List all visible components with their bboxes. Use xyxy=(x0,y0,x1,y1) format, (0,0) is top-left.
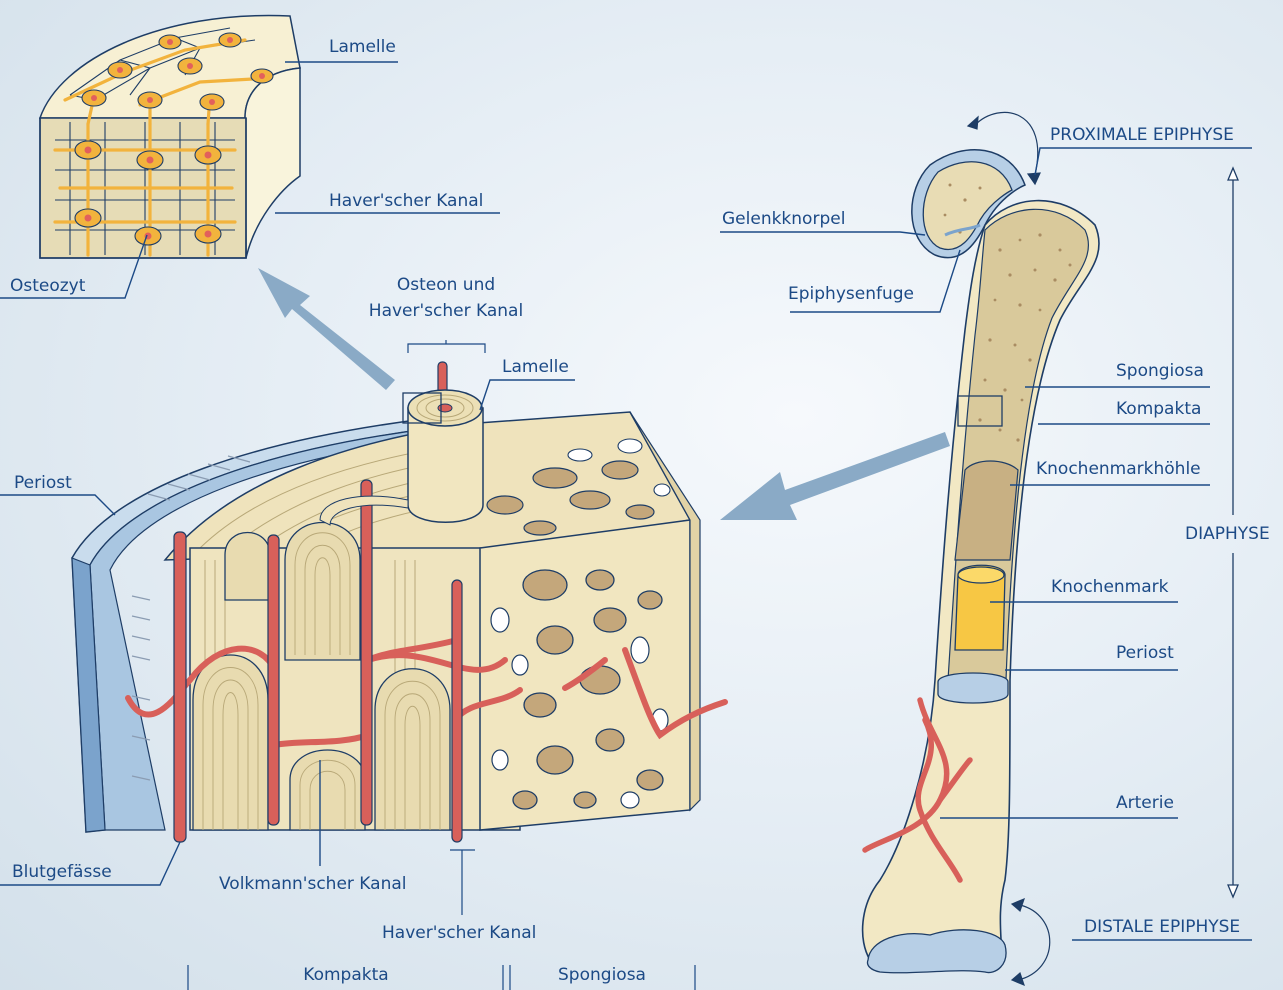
label-lamelle-top: Lamelle xyxy=(329,37,396,57)
bone-block xyxy=(72,362,725,842)
magnify-arrow-center-icon xyxy=(720,432,950,520)
long-bone xyxy=(863,150,1099,973)
label-osteozyt: Osteozyt xyxy=(10,276,86,296)
label-osteon-line1: Osteon und xyxy=(397,275,495,295)
label-havers-kanal-top: Haver'scher Kanal xyxy=(329,191,483,211)
label-knochenmark: Knochenmark xyxy=(1051,577,1169,597)
label-spongiosa-bottom: Spongiosa xyxy=(558,965,646,985)
label-periost-right: Periost xyxy=(1116,643,1174,663)
label-arterie: Arterie xyxy=(1116,793,1174,813)
label-havers-kanal-bottom: Haver'scher Kanal xyxy=(382,923,536,943)
magnify-arrow-left-icon xyxy=(258,268,395,390)
label-volkmann: Volkmann'scher Kanal xyxy=(219,874,407,894)
label-distale-epiphyse: DISTALE EPIPHYSE xyxy=(1084,917,1240,937)
label-blutgefaesse: Blutgefässe xyxy=(12,862,112,882)
osteocyte-block xyxy=(40,16,300,258)
label-lamelle-mid: Lamelle xyxy=(502,357,569,377)
distal-arrow-icon xyxy=(1012,899,1050,985)
label-diaphyse: DIAPHYSE xyxy=(1185,524,1270,544)
label-kompakta-right: Kompakta xyxy=(1116,399,1201,419)
label-osteon-line2: Haver'scher Kanal xyxy=(369,301,523,321)
label-spongiosa-right: Spongiosa xyxy=(1116,361,1204,381)
label-periost-left: Periost xyxy=(14,473,72,493)
label-epiphysenfuge: Epiphysenfuge xyxy=(788,284,914,304)
label-kompakta-bottom: Kompakta xyxy=(303,965,388,985)
label-proximale-epiphyse: PROXIMALE EPIPHYSE xyxy=(1050,125,1234,145)
label-knochenmarkhoehle: Knochenmarkhöhle xyxy=(1036,459,1201,479)
label-gelenkknorpel: Gelenkknorpel xyxy=(722,209,845,229)
